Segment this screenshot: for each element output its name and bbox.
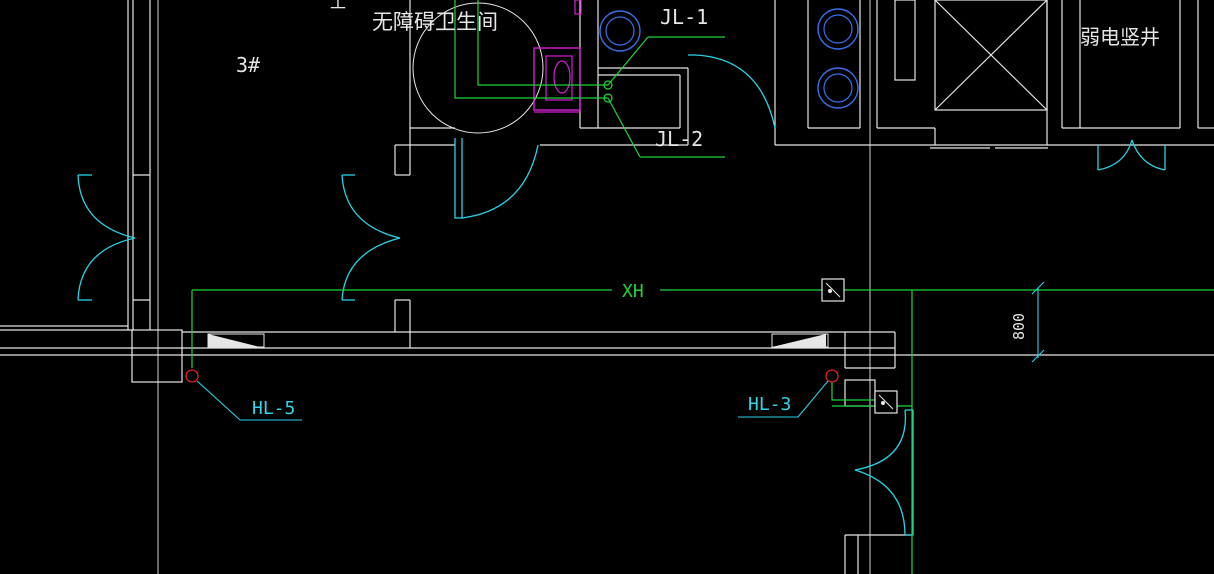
doors — [77, 54, 1166, 536]
room-name-label: 无障碍卫生间 — [372, 10, 498, 34]
dimension-label: 800 — [1010, 313, 1028, 340]
room-number-label: 3# — [236, 53, 260, 77]
pipe-label-jl2: JL-2 — [655, 127, 703, 151]
pipe-label-hl5: HL-5 — [252, 398, 295, 419]
leaders — [196, 380, 829, 421]
pipe-label-xh: XH — [622, 281, 644, 302]
valve-hl3 — [825, 369, 839, 383]
top-fragment-label: 工 — [330, 0, 346, 12]
valve-hl5 — [185, 369, 199, 383]
dimension-800 — [1031, 281, 1045, 363]
basin-1 — [599, 10, 641, 52]
shaft-name-label: 弱电竖井 — [1080, 25, 1160, 49]
pipe-label-jl1: JL-1 — [660, 5, 708, 29]
fixtures — [412, 0, 859, 134]
pipes — [191, 0, 1214, 574]
window-marks — [207, 333, 829, 348]
pipe-label-hl3: HL-3 — [748, 394, 791, 415]
pipe-nodes — [185, 80, 898, 414]
